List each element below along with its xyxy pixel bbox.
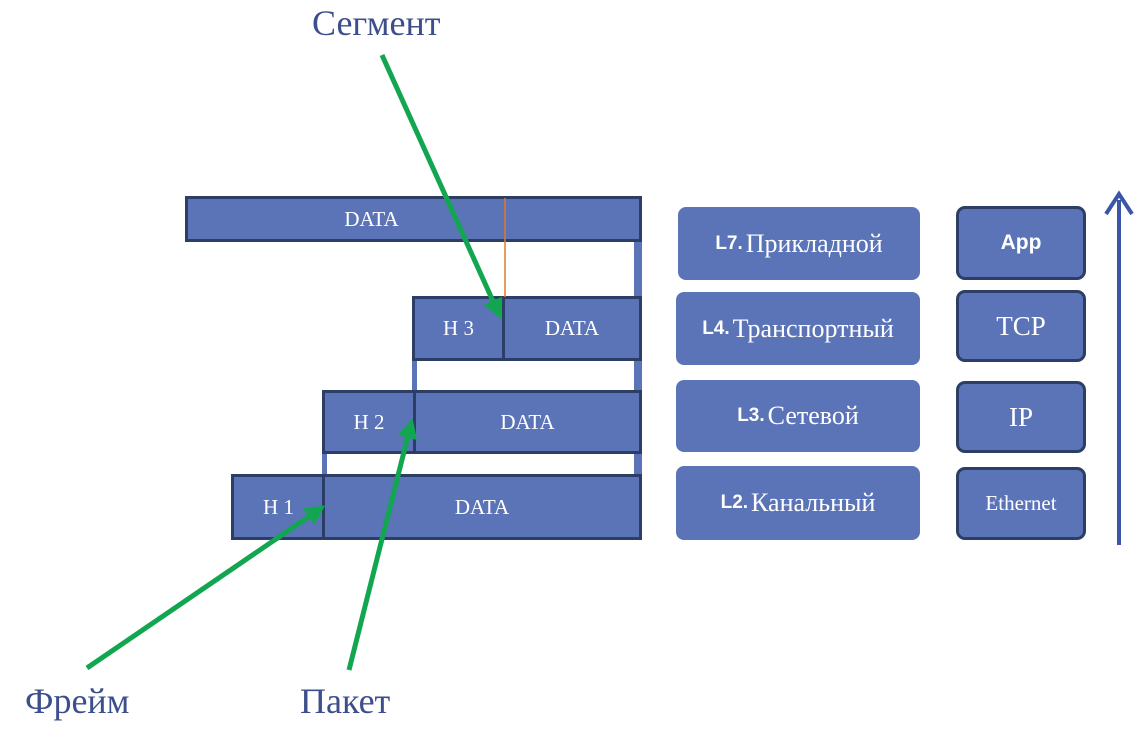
connector-right bbox=[634, 197, 642, 539]
header-label: H 2 bbox=[353, 409, 385, 434]
header-label: H 3 bbox=[443, 316, 474, 340]
header-label: H 1 bbox=[263, 494, 294, 519]
data-block-l3: DATA bbox=[413, 390, 642, 454]
protocol-tcp: TCP bbox=[956, 290, 1086, 362]
data-label: DATA bbox=[454, 494, 510, 519]
data-block-l2: DATA bbox=[322, 474, 642, 540]
protocol-ethernet: Ethernet bbox=[956, 467, 1086, 540]
protocol-label: TCP bbox=[996, 310, 1046, 341]
layer-name: Прикладной bbox=[745, 228, 883, 258]
header-h3: H 3 bbox=[412, 296, 505, 361]
layer-code: L2. bbox=[720, 492, 749, 513]
segment-label: Сегмент bbox=[312, 3, 441, 43]
layer-name: Канальный bbox=[751, 488, 876, 517]
packet-label: Пакет bbox=[300, 681, 391, 721]
layer-name: Сетевой bbox=[767, 401, 859, 430]
layer-l7: L7. Прикладной bbox=[678, 207, 920, 280]
protocol-label: App bbox=[1000, 231, 1042, 254]
layer-name: Транспортный bbox=[732, 313, 894, 343]
layer-code: L3. bbox=[737, 405, 765, 426]
protocol-label: IP bbox=[1008, 401, 1033, 432]
protocol-ip: IP bbox=[956, 381, 1086, 453]
layer-code: L7. bbox=[715, 232, 743, 254]
packet-arrow bbox=[346, 418, 418, 671]
data-block-l7: DATA bbox=[185, 196, 642, 242]
layer-l4: L4. Транспортный bbox=[676, 292, 920, 365]
data-label: DATA bbox=[544, 316, 600, 340]
layer-l3: L3. Сетевой bbox=[676, 380, 920, 452]
data-block-l4: DATA bbox=[502, 296, 642, 361]
up-arrow-head bbox=[1104, 190, 1134, 216]
segment-arrow bbox=[379, 53, 503, 320]
layer-l2: L2. Канальный bbox=[676, 466, 920, 540]
data-label: DATA bbox=[500, 409, 555, 434]
header-h2: H 2 bbox=[322, 390, 416, 454]
frame-label: Фрейм bbox=[25, 681, 130, 721]
protocol-label: Ethernet bbox=[985, 491, 1057, 515]
layer-code: L4. bbox=[702, 317, 730, 339]
frame-arrow bbox=[85, 505, 326, 671]
data-label: DATA bbox=[344, 206, 399, 231]
protocol-app: App bbox=[956, 206, 1086, 280]
